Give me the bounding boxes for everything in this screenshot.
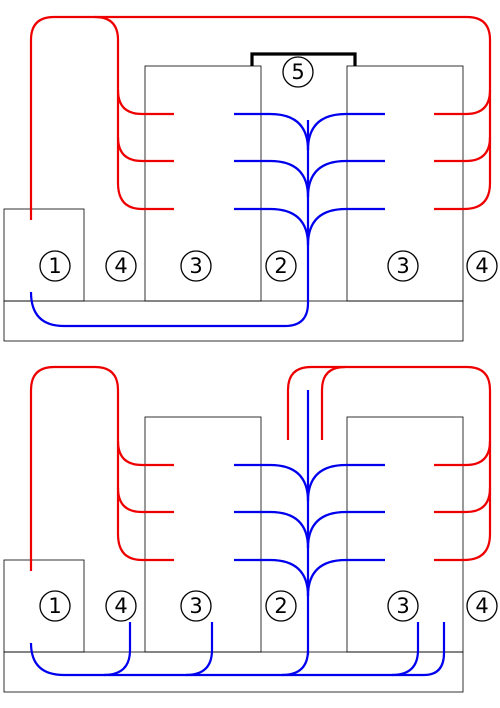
red-left-stub-1 [116, 89, 174, 116]
blue-fan-1-left [234, 112, 310, 151]
panel-bottom: 1 4 3 2 3 4 [3, 365, 498, 693]
blue-fan-2-right [306, 510, 385, 549]
blue-fan-3-left [234, 558, 310, 597]
label-block-3-left: 3 [180, 250, 212, 282]
svg-text:4: 4 [475, 254, 488, 278]
svg-text:3: 3 [189, 254, 202, 278]
svg-text:4: 4 [114, 594, 127, 618]
block-3-right-box [346, 416, 464, 653]
red-right-stub-2 [434, 136, 492, 163]
blue-return-gap-4-left [103, 622, 132, 677]
base-slab [3, 651, 464, 693]
blue-fan-2-right [306, 159, 385, 198]
svg-text:5: 5 [291, 60, 304, 84]
label-unit-1: 1 [39, 250, 71, 282]
blue-fan-1-right [306, 112, 385, 151]
base-slab [3, 300, 464, 342]
svg-text:2: 2 [274, 254, 287, 278]
svg-text:3: 3 [396, 594, 409, 618]
blue-return-block-3-right [391, 622, 420, 677]
blue-circuit [29, 112, 385, 328]
blue-return-center [281, 649, 310, 677]
red-right-stub-1 [434, 89, 492, 116]
label-block-3-left: 3 [180, 590, 212, 622]
red-circuit [29, 15, 492, 220]
label-center-2: 2 [265, 250, 297, 282]
label-gap-4-left: 4 [105, 250, 137, 282]
blue-fan-2-left [234, 510, 310, 549]
unit-1-box [3, 208, 85, 302]
red-center-feed [286, 365, 345, 440]
label-gap-4-right: 4 [466, 590, 498, 622]
blue-fan-3-right [306, 207, 385, 246]
red-right-stub-1 [434, 440, 492, 467]
red-right-stub-2 [434, 487, 492, 514]
blue-fan-1-right [306, 463, 385, 502]
blue-return-loop [29, 120, 310, 328]
blue-fan-3-left [234, 207, 310, 246]
blue-return-block-3-left [185, 622, 214, 677]
red-left-stub-2 [116, 136, 174, 163]
svg-text:2: 2 [274, 594, 287, 618]
svg-text:3: 3 [189, 594, 202, 618]
label-center-2: 2 [265, 590, 297, 622]
red-left-stub-1 [116, 440, 174, 467]
block-3-right-box [346, 65, 464, 302]
svg-text:4: 4 [114, 254, 127, 278]
red-main-loop [29, 15, 492, 220]
blue-return-main [29, 622, 446, 677]
red-circuit [29, 365, 492, 571]
label-bracket-5: 5 [282, 56, 314, 88]
blue-circuit [29, 390, 446, 677]
blue-fan-1-left [234, 463, 310, 502]
blue-fan-3-right [306, 558, 385, 597]
red-right-loop [320, 365, 492, 562]
label-block-3-right: 3 [387, 590, 419, 622]
red-left-loop [29, 365, 174, 571]
label-gap-4-left: 4 [105, 590, 137, 622]
blue-fan-2-left [234, 159, 310, 198]
red-left-branch [94, 15, 174, 211]
block-3-left-box [144, 65, 262, 302]
svg-text:1: 1 [48, 594, 61, 618]
label-gap-4-right: 4 [466, 250, 498, 282]
label-block-3-right: 3 [387, 250, 419, 282]
block-3-left-box [144, 416, 262, 653]
panel-top: 1 4 3 2 3 4 5 [3, 15, 498, 342]
red-left-stub-2 [116, 487, 174, 514]
label-unit-1: 1 [39, 590, 71, 622]
svg-text:3: 3 [396, 254, 409, 278]
svg-text:1: 1 [48, 254, 61, 278]
bracket-5 [250, 52, 357, 66]
unit-1-box [3, 559, 85, 653]
svg-text:4: 4 [475, 594, 488, 618]
